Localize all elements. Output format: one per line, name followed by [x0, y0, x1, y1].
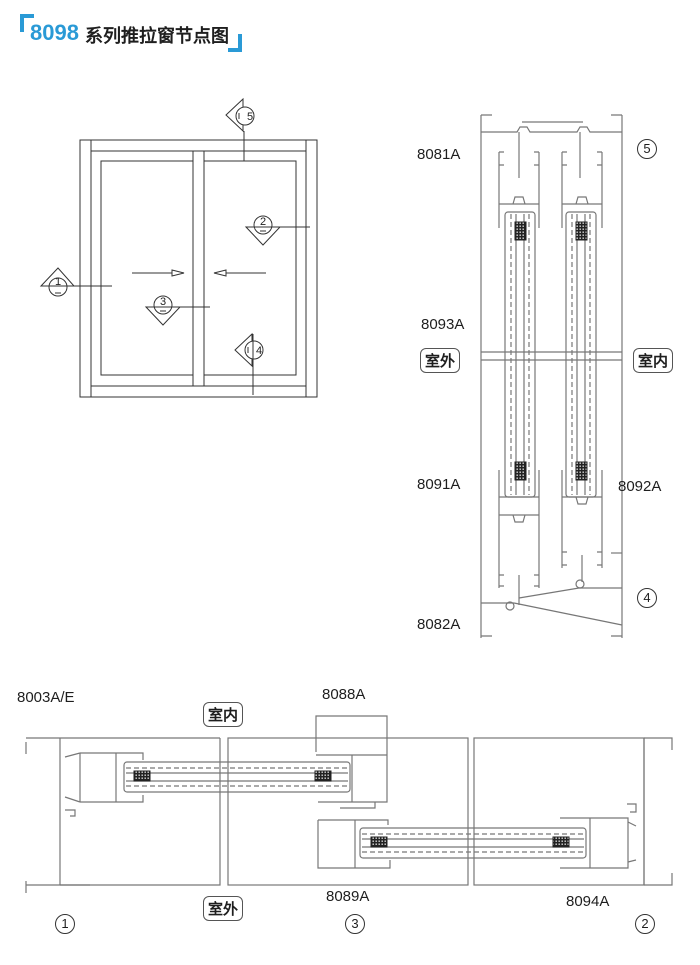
inside-label-horizontal: 室内 [203, 702, 244, 727]
outside-label-horizontal: 室外 [203, 896, 244, 921]
node-number-3: 3 [345, 914, 365, 934]
profile-label-interlock-top: 8088A [322, 686, 366, 703]
section-marker-2: 2 [244, 215, 310, 246]
vertical-section-drawing [480, 114, 623, 638]
node-number-1: 1 [55, 914, 75, 934]
profile-label-bottom-frame: 8082A [417, 616, 461, 633]
svg-text:1: 1 [55, 276, 61, 288]
node-number-5: 5 [637, 139, 657, 159]
horizontal-gasket-blocks [133, 770, 570, 848]
outside-label-vertical: 室外 [420, 348, 461, 373]
window-elevation [79, 139, 318, 398]
svg-text:4: 4 [256, 345, 262, 357]
horizontal-section-drawing [25, 715, 673, 893]
svg-text:5: 5 [247, 111, 253, 123]
section-marker-4: 4 [234, 332, 264, 395]
profile-label-inner-sash-bottom: 8092A [618, 478, 662, 495]
title-series-number: 8098 [30, 20, 79, 45]
glazing-gasket-blocks [514, 221, 588, 481]
profile-label-outer-sash-bottom: 8091A [417, 476, 461, 493]
profile-label-side-frame: 8003A/E [17, 689, 75, 706]
title-bracket-bottom-right [228, 34, 242, 52]
profile-label-top-frame: 8081A [417, 146, 461, 163]
inside-label-vertical: 室内 [633, 348, 674, 373]
title-text: 系列推拉窗节点图 [85, 26, 229, 46]
node-number-4: 4 [637, 588, 657, 608]
title-bracket-top-left [20, 14, 34, 32]
section-marker-1: 1 [39, 267, 112, 297]
svg-text:2: 2 [260, 216, 266, 228]
profile-label-meeting-rail: 8093A [421, 316, 465, 333]
section-marker-3: 3 [144, 295, 210, 326]
profile-label-sash-side: 8094A [566, 893, 610, 910]
node-number-2: 2 [635, 914, 655, 934]
profile-label-interlock-bottom: 8089A [326, 888, 370, 905]
section-marker-5: 5 [225, 97, 255, 161]
svg-text:3: 3 [160, 296, 166, 308]
